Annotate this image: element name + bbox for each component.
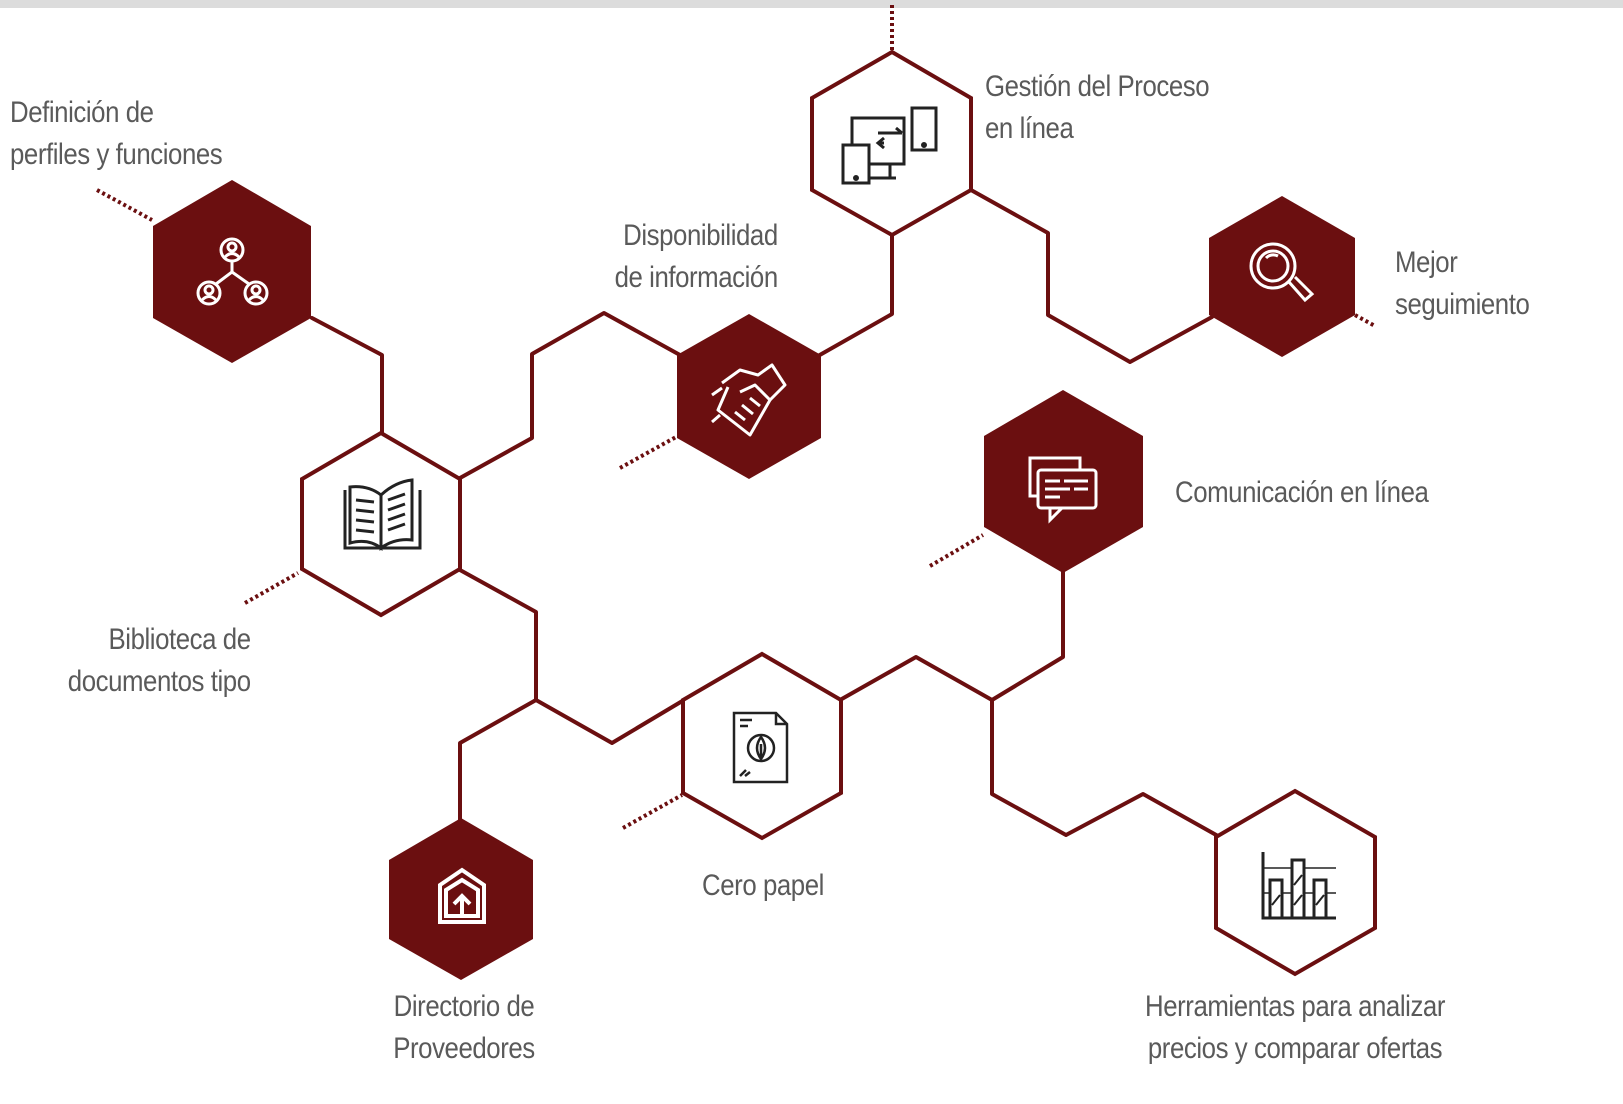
label-gestion-line2: en línea: [985, 112, 1074, 145]
connector-cero-papel-comunicacion: [838, 569, 1065, 702]
label-seguimiento-line1: Mejor: [1395, 246, 1458, 279]
dotted-tails: [96, 5, 1376, 830]
label-definicion-line1: Definición de: [10, 96, 154, 129]
hex-node-cero-papel: [681, 651, 843, 841]
hex-node-biblioteca: [300, 430, 462, 618]
hex-node-directorio: [389, 818, 533, 980]
eco-document-icon: [732, 711, 789, 784]
handshake-icon: [711, 363, 787, 437]
magnifier-icon: [1249, 242, 1315, 303]
label-biblioteca: Biblioteca de documentos tipo: [68, 619, 251, 703]
label-directorio-line2: Proveedores: [393, 1032, 535, 1065]
connector-biblioteca-cero-papel: [458, 568, 686, 745]
label-directorio-line1: Directorio de: [393, 990, 535, 1023]
label-comunicacion: Comunicación en línea: [1175, 472, 1429, 514]
label-herramientas-line1: Herramientas para analizar: [1144, 990, 1446, 1023]
label-cero-papel-line1: Cero papel: [702, 869, 824, 902]
connector-lines: [310, 188, 1220, 838]
devices-sync-icon: [841, 106, 938, 185]
label-gestion-line1: Gestión del Proceso: [985, 70, 1210, 103]
label-gestion: Gestión del Proceso en línea: [985, 66, 1210, 150]
dotted-tail-definicion: [96, 188, 153, 222]
hex-node-comunicacion: [984, 390, 1143, 573]
chat-bubbles-icon: [1028, 456, 1098, 524]
open-book-icon: [343, 478, 422, 552]
people-network-icon: [196, 237, 269, 306]
dotted-tail-biblioteca: [244, 571, 299, 605]
label-cero-papel: Cero papel: [677, 865, 849, 907]
top-bar: [0, 0, 1623, 8]
label-biblioteca-line1: Biblioteca de: [108, 623, 252, 656]
label-disponibilidad: Disponibilidad de información: [614, 215, 779, 299]
dotted-tail-comunicacion: [928, 533, 985, 568]
label-herramientas: Herramientas para analizar precios y com…: [1136, 986, 1454, 1070]
label-herramientas-line2: precios y comparar ofertas: [1147, 1032, 1443, 1065]
hex-node-definicion: [153, 180, 311, 363]
hex-node-herramientas: [1214, 788, 1377, 977]
label-disponibilidad-line2: de información: [614, 261, 779, 294]
connector-gestion-seguimiento: [969, 188, 1214, 364]
label-seguimiento: Mejor seguimiento: [1395, 242, 1530, 326]
dotted-tail-disponibilidad: [619, 435, 677, 470]
connector-definicion-biblioteca: [310, 316, 384, 438]
label-definicion-line2: perfiles y funciones: [10, 138, 223, 171]
label-disponibilidad-line1: Disponibilidad: [623, 219, 778, 252]
dotted-tail-seguimiento: [1354, 313, 1376, 328]
connector-disponibilidad-gestion: [816, 231, 894, 358]
connector-biblioteca-disponibilidad: [458, 311, 682, 480]
connector-junction-herramientas: [990, 698, 1220, 838]
hex-node-gestion: [810, 49, 973, 238]
hex-node-disponibilidad: [677, 314, 821, 479]
label-seguimiento-line2: seguimiento: [1395, 288, 1530, 321]
connector-junction-directorio: [458, 698, 538, 823]
house-upload-icon: [438, 867, 486, 924]
label-comunicacion-line1: Comunicación en línea: [1175, 476, 1429, 509]
label-biblioteca-line2: documentos tipo: [68, 665, 251, 698]
label-definicion: Definición de perfiles y funciones: [10, 92, 223, 176]
label-directorio: Directorio de Proveedores: [378, 986, 550, 1070]
dotted-tail-cero-papel: [622, 793, 683, 830]
hex-node-seguimiento: [1209, 196, 1355, 357]
bar-chart-icon: [1261, 852, 1336, 920]
